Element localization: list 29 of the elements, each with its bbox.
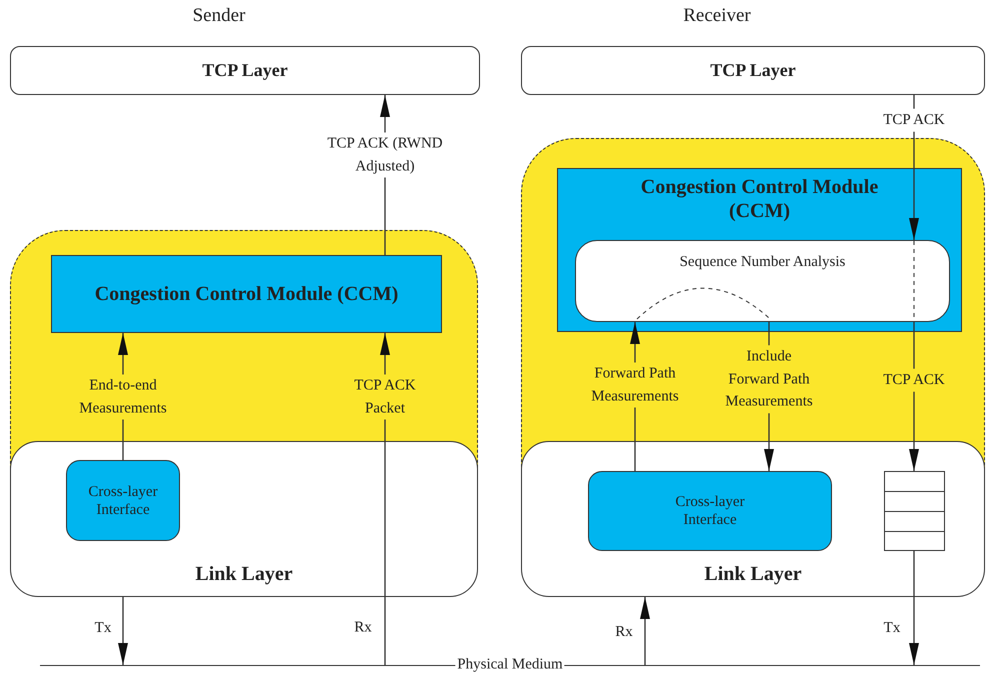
layer-title: TCP Layer [709, 60, 797, 82]
edge-label: Rx [614, 622, 634, 642]
edge-label: Tx [882, 618, 902, 638]
arrow [640, 597, 650, 665]
layer-title: Link Layer [194, 562, 294, 586]
queue-box [884, 471, 945, 551]
module-title: Congestion Control Module (CCM) [640, 175, 880, 223]
column-heading: Receiver [683, 5, 751, 27]
arrow [909, 551, 919, 665]
interface-box [66, 460, 180, 541]
analysis-label: Sequence Number Analysis [678, 253, 846, 271]
module-title: Congestion Control Module (CCM) [94, 282, 400, 306]
interface-label: Cross-layer Interface [674, 493, 746, 529]
interface-box [588, 471, 832, 551]
signal-label: Rx [354, 620, 372, 636]
analysis-box [575, 240, 950, 322]
module-box [557, 168, 962, 332]
interface-label: Cross-layer Interface [87, 482, 159, 518]
layer-box [521, 46, 985, 95]
layer-box [521, 441, 985, 597]
layer-title: Link Layer [703, 562, 803, 586]
arrow [118, 597, 128, 665]
module-box [51, 255, 442, 333]
layer-box [10, 441, 478, 597]
medium-label: Physical Medium [455, 658, 565, 672]
edge-label: Tx [94, 618, 112, 638]
layer-box [10, 46, 480, 95]
column-heading: Sender [192, 5, 246, 27]
layer-title: TCP Layer [201, 60, 289, 82]
